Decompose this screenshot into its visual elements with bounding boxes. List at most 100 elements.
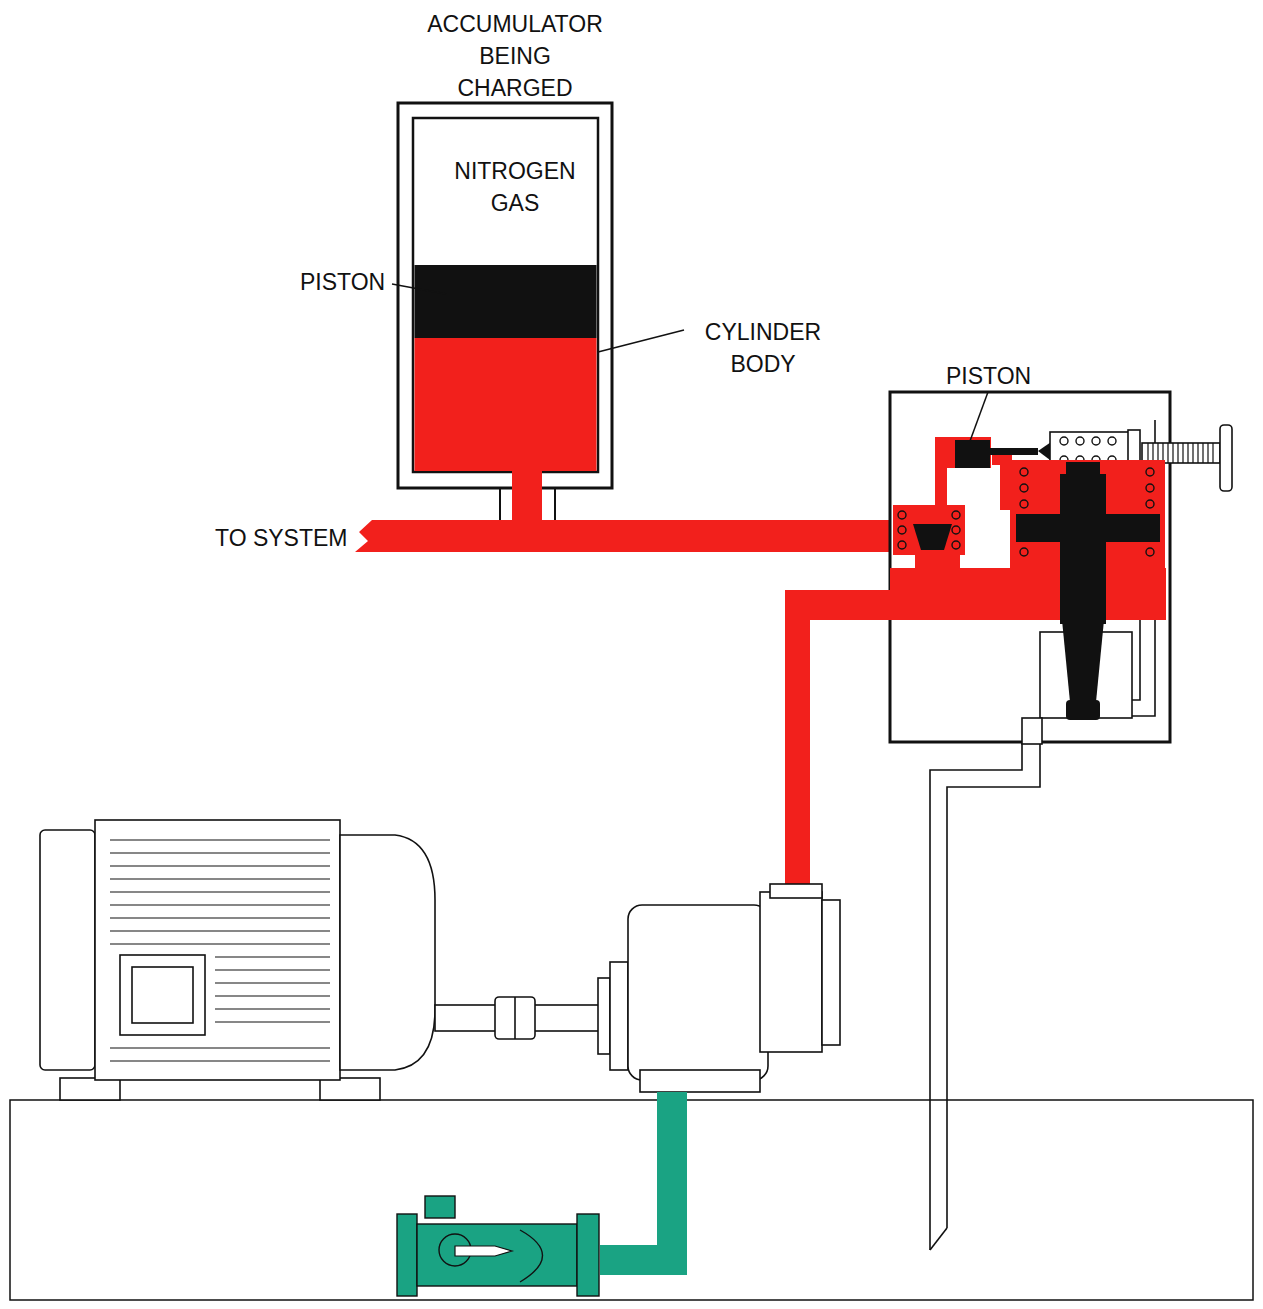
part-label: PISTON — [300, 266, 385, 298]
unloading-valve — [893, 505, 965, 555]
leader-line — [598, 330, 684, 352]
unloading-valve — [1092, 437, 1100, 445]
unloading-valve — [1060, 437, 1116, 464]
unloading-valve — [915, 553, 960, 569]
unloading-valve — [1020, 468, 1028, 476]
hydraulic-pump — [610, 962, 628, 1070]
suction-strainer — [397, 1214, 417, 1296]
electric-motor — [495, 997, 535, 1039]
unloading-valve — [898, 541, 906, 549]
electric-motor — [60, 1078, 120, 1100]
unloading-valve — [952, 511, 960, 519]
unloading-valve — [890, 392, 1170, 742]
unloading-valve — [1076, 437, 1084, 445]
unloading-valve — [1187, 443, 1188, 463]
electric-motor — [40, 820, 600, 1100]
hydraulic-pump — [760, 892, 822, 1052]
unloading-valve — [935, 437, 947, 507]
drain-line — [930, 1228, 947, 1250]
electric-motor — [514, 997, 516, 1039]
part-label: CYLINDER BODY — [688, 316, 838, 380]
electric-motor — [215, 969, 330, 970]
unloading-valve — [1146, 548, 1154, 556]
pressure-pipe — [355, 520, 895, 552]
unloading-valve — [898, 511, 906, 519]
electric-motor — [340, 835, 435, 1070]
unloading-valve — [952, 541, 960, 549]
electric-motor — [215, 1021, 330, 1022]
electric-motor — [40, 830, 95, 1070]
suction-strainer — [417, 1224, 577, 1286]
suction-strainer — [600, 1092, 687, 1275]
unloading-valve — [1066, 700, 1100, 720]
unloading-valve — [1020, 500, 1028, 508]
unloading-valve — [890, 568, 1166, 620]
suction-strainer — [520, 1230, 543, 1282]
unloading-valve — [1016, 514, 1160, 542]
electric-motor — [110, 840, 330, 1061]
unloading-valve — [1022, 718, 1042, 744]
electric-motor — [110, 878, 330, 879]
electric-motor — [110, 891, 330, 892]
accumulator-cylinder — [398, 103, 612, 526]
part-heading: ACCUMULATOR BEING CHARGED — [420, 8, 610, 104]
hydraulic-pump — [640, 1070, 760, 1092]
unloading-valve — [890, 392, 1232, 744]
hydraulic-pump — [598, 978, 610, 1054]
unloading-valve — [1146, 468, 1154, 476]
hydraulic-pump — [770, 884, 822, 898]
hydraulic-pump — [822, 900, 840, 1045]
unloading-valve — [1060, 437, 1068, 445]
leader-line — [392, 284, 988, 441]
unloading-valve — [952, 526, 960, 534]
part-label: PISTON — [946, 360, 1031, 392]
accumulator-node: ACCUMULATOR BEING CHARGEDNITROGEN GAS — [385, 8, 645, 488]
accumulator-cylinder — [415, 338, 597, 471]
unloading-valve — [1177, 443, 1178, 463]
accumulator-cylinder — [512, 470, 542, 526]
unloading-valve — [913, 524, 952, 550]
unloading-valve — [1207, 443, 1208, 463]
electric-motor — [110, 839, 330, 840]
electric-motor — [110, 1047, 330, 1048]
electric-motor — [110, 1060, 330, 1061]
unloading-valve — [1146, 500, 1154, 508]
unloading-valve — [1060, 474, 1106, 624]
electric-motor — [95, 820, 340, 1080]
electric-motor — [215, 982, 330, 983]
accumulator-cylinder — [415, 265, 597, 338]
unloading-valve — [1146, 484, 1154, 492]
drain-line — [947, 742, 1040, 1228]
electric-motor — [110, 943, 330, 944]
leader-line — [392, 284, 446, 294]
pipe-label: TO SYSTEM — [215, 522, 348, 554]
electric-motor — [132, 967, 193, 1023]
accumulator-cylinder — [398, 103, 612, 488]
suction-strainer — [455, 1246, 512, 1256]
accumulator-cylinder — [413, 118, 598, 472]
unloading-valve — [1220, 425, 1232, 491]
suction-strainer — [397, 1092, 687, 1296]
hydraulic-pump — [628, 905, 768, 1080]
electric-motor — [120, 955, 205, 1035]
unloading-valve — [1202, 443, 1203, 463]
unloading-valve — [898, 526, 906, 534]
hydraulic-pump — [598, 884, 840, 1092]
electric-motor — [110, 865, 330, 866]
electric-motor — [110, 904, 330, 905]
unloading-valve — [1020, 548, 1028, 556]
unloading-valve — [1197, 443, 1198, 463]
unloading-valve — [1182, 443, 1183, 463]
unloading-valve — [955, 440, 990, 468]
unloading-valve — [1192, 443, 1193, 463]
unloading-valve — [1212, 443, 1213, 463]
drain-line — [930, 742, 1040, 1250]
pump-discharge-pipe — [785, 590, 892, 890]
drain-line — [930, 742, 1022, 1250]
unloading-valve — [898, 511, 960, 549]
leader-line — [970, 392, 988, 441]
electric-motor — [110, 930, 330, 931]
